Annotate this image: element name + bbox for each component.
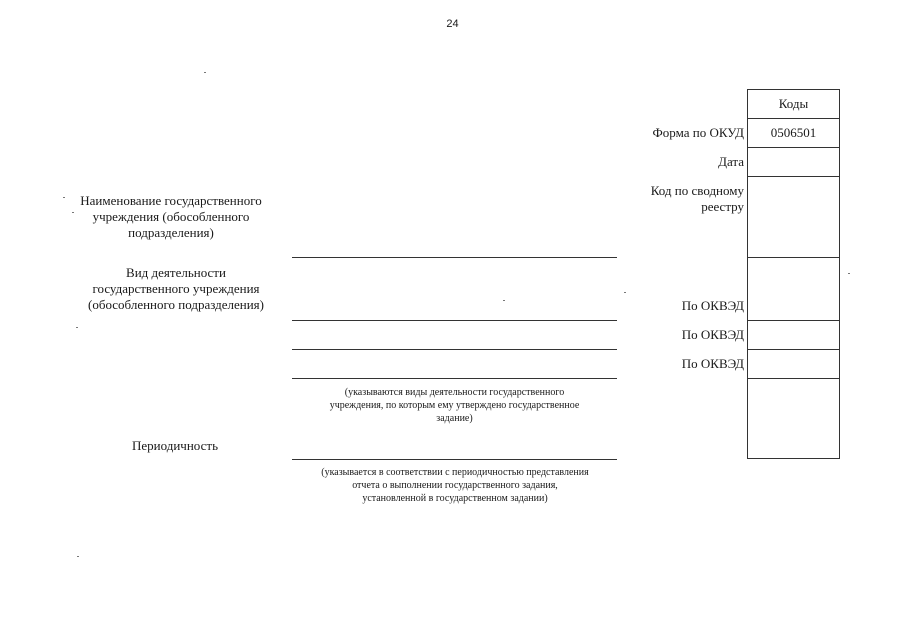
activity-note-line1: (указываются виды деятельности государст… xyxy=(344,387,565,398)
periodicity-field[interactable] xyxy=(292,459,617,460)
okved-code-cell-3[interactable] xyxy=(747,352,840,376)
scan-speck xyxy=(624,292,626,293)
activity-field-3[interactable] xyxy=(292,378,617,379)
date-label: Дата xyxy=(718,154,744,169)
scan-speck xyxy=(76,327,78,328)
registry-code-label: Код по сводному реестру xyxy=(560,183,744,215)
periodicity-note-line2: отчета о выполнении государственного зад… xyxy=(352,480,558,491)
registry-label-line2: реестру xyxy=(701,199,744,214)
activity-note-line2: учреждения, по которым ему утверждено го… xyxy=(329,400,580,411)
institution-label-line1: Наименование государственного xyxy=(80,193,262,208)
okved-label-3: По ОКВЭД xyxy=(681,356,744,371)
periodicity-label: Периодичность xyxy=(131,438,218,453)
okved-code-cell-2[interactable] xyxy=(747,323,840,347)
scan-speck xyxy=(848,273,850,274)
codes-header: Коды xyxy=(778,96,809,111)
institution-name-label: Наименование государственного учреждения… xyxy=(60,193,282,241)
okud-label: Форма по ОКУД xyxy=(652,125,745,140)
codes-table xyxy=(747,89,840,459)
codes-row-divider xyxy=(747,349,840,350)
codes-row-divider xyxy=(747,176,840,177)
scan-speck xyxy=(503,300,505,301)
codes-row-divider xyxy=(747,320,840,321)
registry-label-line1: Код по сводному xyxy=(650,183,744,198)
activity-field-1[interactable] xyxy=(292,320,617,321)
codes-row-divider xyxy=(747,257,840,258)
registry-code-cell[interactable] xyxy=(747,179,840,255)
activity-field-2[interactable] xyxy=(292,349,617,350)
activity-note: (указываются виды деятельности государст… xyxy=(292,386,617,425)
activity-label-line2: государственного учреждения xyxy=(92,281,260,296)
okved-code-cell-1[interactable] xyxy=(747,260,840,318)
institution-label-line3: подразделения) xyxy=(128,225,214,240)
periodicity-note-line1: (указывается в соответствии с периодично… xyxy=(321,467,589,478)
activity-type-label: Вид деятельности государственного учрежд… xyxy=(65,265,287,313)
periodicity-note: (указывается в соответствии с периодично… xyxy=(285,466,625,505)
okved-label-1: По ОКВЭД xyxy=(681,298,744,313)
okved-label-2: По ОКВЭД xyxy=(681,327,744,342)
periodicity-note-line3: установленной в государственном задании) xyxy=(362,493,548,504)
institution-name-field[interactable] xyxy=(292,257,617,258)
activity-label-line3: (обособленного подразделения) xyxy=(88,297,264,312)
scan-speck xyxy=(77,556,79,557)
codes-row-divider xyxy=(747,378,840,379)
scan-speck xyxy=(72,212,74,213)
activity-note-line3: задание) xyxy=(436,413,473,424)
institution-label-line2: учреждения (обособленного xyxy=(92,209,250,224)
activity-label-line1: Вид деятельности xyxy=(126,265,226,280)
scan-speck xyxy=(204,72,206,73)
codes-row-divider xyxy=(747,118,840,119)
page-number: 24 xyxy=(446,18,459,30)
date-code-cell[interactable] xyxy=(747,150,840,174)
codes-row-divider xyxy=(747,147,840,148)
scan-speck xyxy=(63,197,65,198)
okud-code-cell[interactable]: 0506501 xyxy=(770,125,817,140)
